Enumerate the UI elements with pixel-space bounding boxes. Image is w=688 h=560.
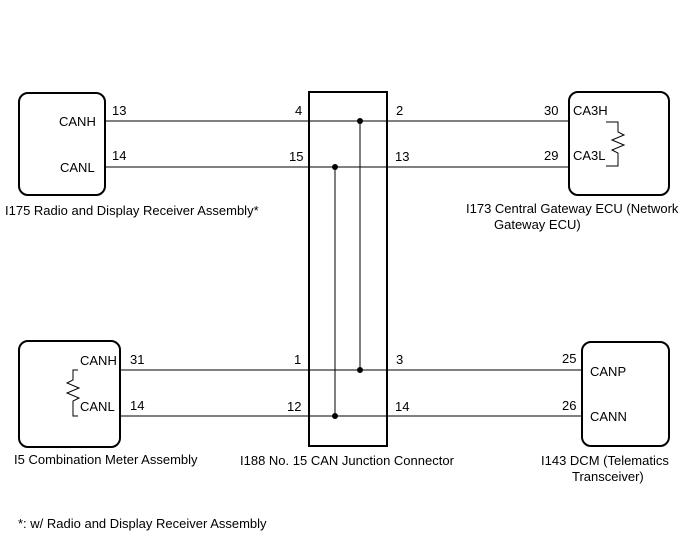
dcm-pin-canp: 25 bbox=[562, 351, 576, 366]
splice-dot bbox=[357, 367, 363, 373]
junction-pin-12: 12 bbox=[287, 399, 301, 414]
junction-pin-15: 15 bbox=[289, 149, 303, 164]
gateway-resistor bbox=[606, 121, 626, 167]
radio-pin-canh: 13 bbox=[112, 103, 126, 118]
meter-pin-canl: 14 bbox=[130, 398, 144, 413]
dcm-pin-cann: 26 bbox=[562, 398, 576, 413]
junction-pin-13: 13 bbox=[395, 149, 409, 164]
gateway-caption-line2: Gateway ECU) bbox=[494, 217, 581, 232]
junction-pin-4: 4 bbox=[295, 103, 302, 118]
gateway-ca3l-label: CA3L bbox=[573, 148, 606, 163]
gateway-ca3h-label: CA3H bbox=[573, 103, 608, 118]
gateway-caption-line1: I173 Central Gateway ECU (Network bbox=[466, 201, 679, 216]
dcm-canp-label: CANP bbox=[590, 364, 626, 379]
radio-canl-label: CANL bbox=[60, 160, 95, 175]
meter-pin-canh: 31 bbox=[130, 352, 144, 367]
dcm-cann-label: CANN bbox=[590, 409, 627, 424]
dcm-caption-line1: I143 DCM (Telematics bbox=[541, 453, 669, 468]
gateway-pin-ca3h: 30 bbox=[544, 103, 558, 118]
junction-pin-1: 1 bbox=[294, 352, 301, 367]
splice-dot bbox=[332, 164, 338, 170]
radio-receiver-box bbox=[18, 92, 106, 196]
junction-pin-2: 2 bbox=[396, 103, 403, 118]
footnote: *: w/ Radio and Display Receiver Assembl… bbox=[18, 516, 267, 531]
junction-caption: I188 No. 15 CAN Junction Connector bbox=[240, 453, 455, 468]
junction-pin-3: 3 bbox=[396, 352, 403, 367]
junction-pin-14: 14 bbox=[395, 399, 409, 414]
dcm-box bbox=[581, 341, 670, 447]
meter-canl-label: CANL bbox=[80, 399, 115, 414]
meter-resistor bbox=[65, 369, 81, 417]
gateway-ecu-box bbox=[568, 91, 670, 196]
meter-canh-label: CANH bbox=[80, 353, 117, 368]
splice-dot bbox=[357, 118, 363, 124]
can-junction-connector-box bbox=[308, 91, 388, 447]
meter-caption: I5 Combination Meter Assembly bbox=[14, 452, 198, 467]
radio-canh-label: CANH bbox=[59, 114, 96, 129]
radio-pin-canl: 14 bbox=[112, 148, 126, 163]
dcm-caption-line2: Transceiver) bbox=[572, 469, 644, 484]
radio-caption: I175 Radio and Display Receiver Assembly… bbox=[5, 203, 259, 218]
splice-dot bbox=[332, 413, 338, 419]
gateway-pin-ca3l: 29 bbox=[544, 148, 558, 163]
